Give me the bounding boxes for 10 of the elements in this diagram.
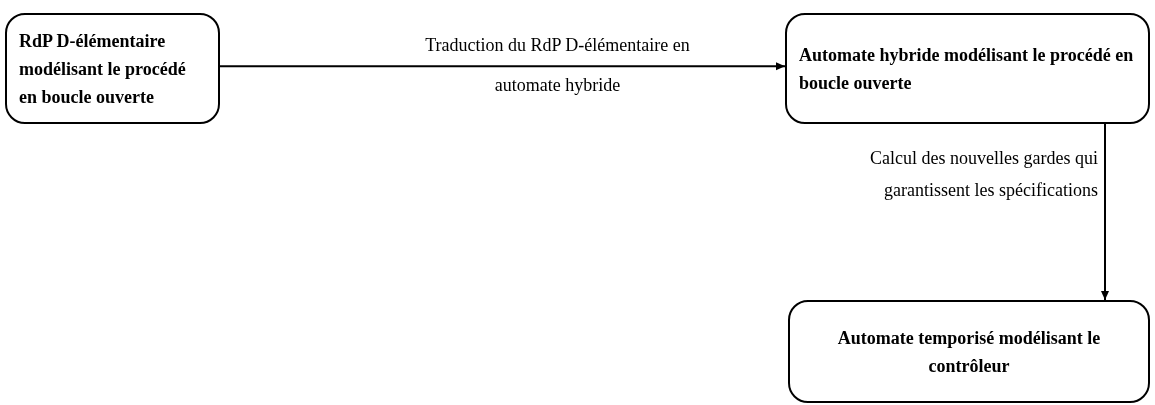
box-text: RdP D-élémentaire modélisant le procédé en boucle ouverte <box>19 29 187 109</box>
rounded-box <box>5 13 220 124</box>
edge-label: Calcul des nouvelles gardes qui garantissent les spécifications <box>869 147 1098 202</box>
rounded-box <box>785 13 1150 124</box>
box-text: Automate temporisé modélisant le contrôleur <box>836 326 1102 378</box>
rounded-box <box>788 300 1150 403</box>
edge-label: Traduction du RdP D-élémentaire en automate hybride <box>424 34 691 97</box>
box-text: Automate hybride modélisant le procédé en boucle ouverte <box>799 43 1135 95</box>
arrow <box>219 62 786 71</box>
arrow <box>1101 123 1109 301</box>
